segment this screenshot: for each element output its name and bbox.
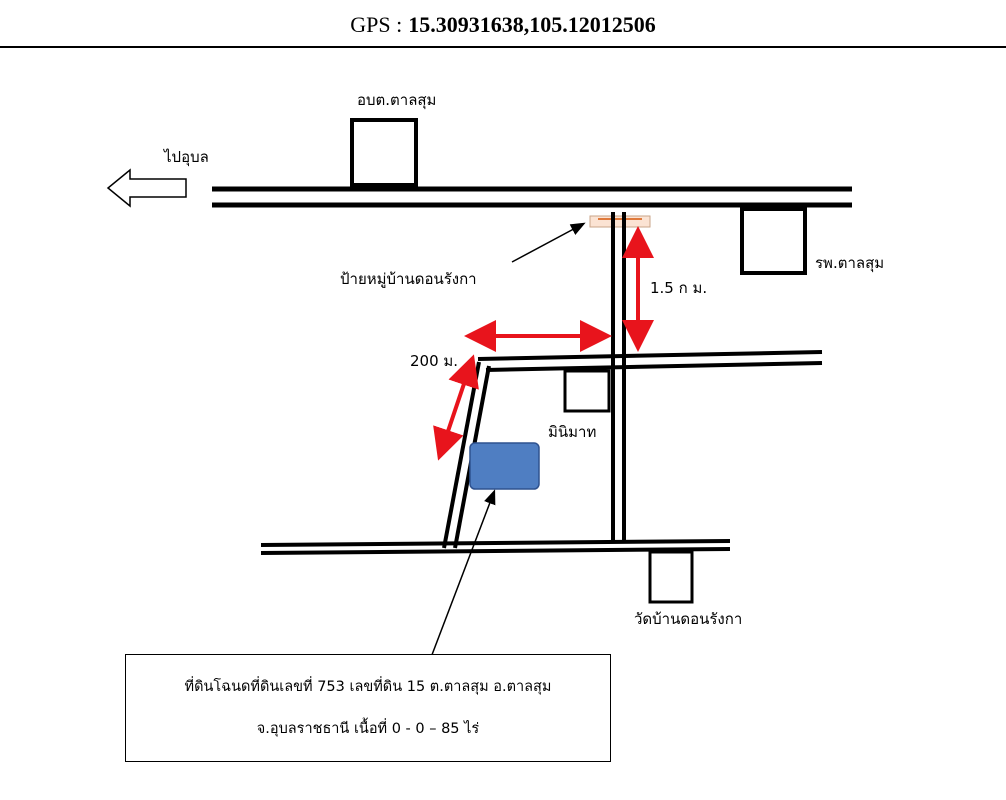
village-road [611, 212, 626, 540]
land-plot-pointer [429, 489, 496, 661]
temple-building [648, 550, 694, 604]
bottom-road [260, 539, 731, 555]
land-info-box: ที่ดินโฉนดที่ดินเลขที่ 753 เลขที่ดิน 15 … [125, 654, 611, 762]
sao-office-building [350, 118, 418, 187]
hospital-building [740, 207, 807, 275]
header-divider [0, 46, 1006, 48]
distance-200m-label: 200 ม. [410, 352, 458, 370]
sao-office-label: อบต.ตาลสุม [357, 91, 436, 110]
distance-arrow-200m [433, 354, 479, 461]
land-info-line-2: จ.อุบลราชธานี เนื้อที่ 0 - 0 – 85 ไร่ [256, 721, 480, 737]
to-ubon-arrow [106, 168, 187, 208]
main-road [212, 186, 852, 208]
gps-coordinates: 15.30931638,105.12012506 [408, 12, 656, 37]
village-sign-label: ป้ายหมู่บ้านดอนรังกา [340, 270, 477, 288]
minimart-label: มินิมาท [548, 423, 596, 441]
village-sign [589, 215, 651, 228]
land-plot [469, 442, 540, 490]
gps-label: GPS : [350, 12, 403, 37]
gps-header: GPS :15.30931638,105.12012506 [0, 10, 1006, 40]
middle-road [477, 350, 823, 372]
hospital-label: รพ.ตาลสุม [815, 254, 884, 273]
temple-label: วัดบ้านดอนรังกา [634, 610, 742, 628]
land-info-line-1: ที่ดินโฉนดที่ดินเลขที่ 753 เลขที่ดิน 15 … [184, 679, 552, 695]
village-sign-pointer [511, 222, 586, 263]
minimart-building [563, 369, 611, 413]
to-ubon-label: ไปอุบล [163, 148, 209, 167]
distance-1-5km-label: 1.5 ก ม. [650, 279, 707, 297]
